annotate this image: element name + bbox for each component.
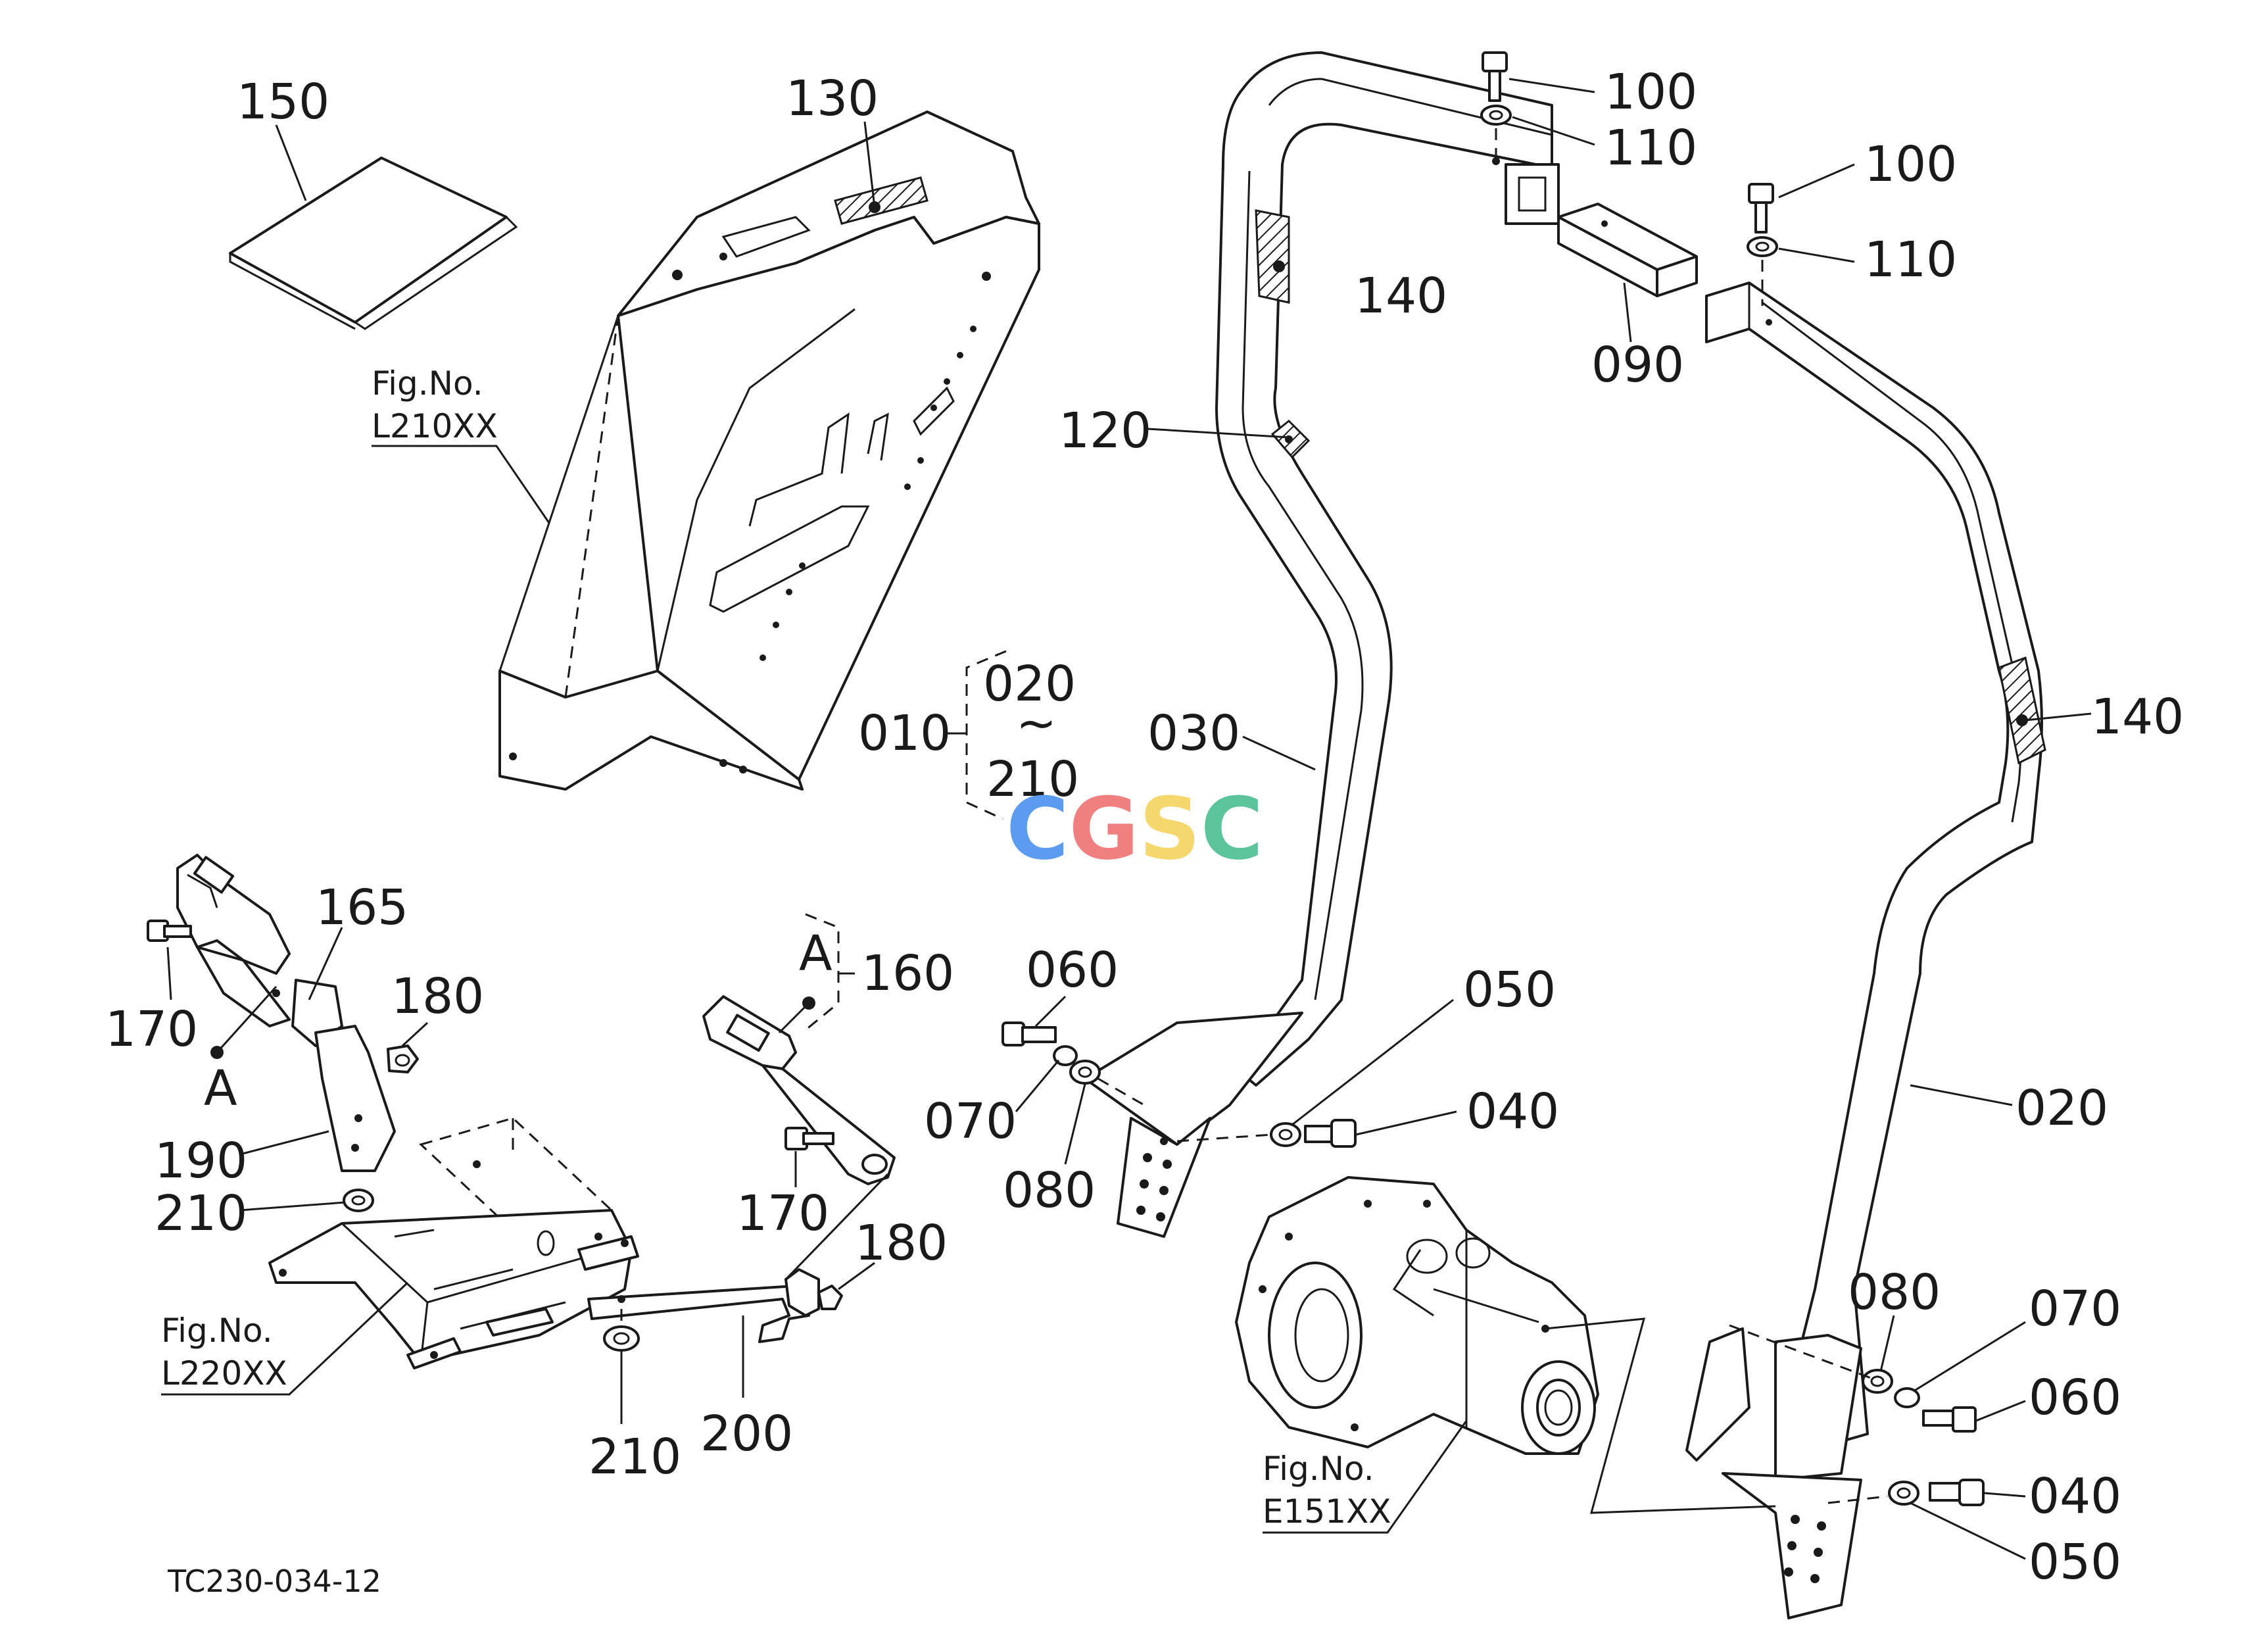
callout-160: 160 <box>861 945 954 1002</box>
callout-110-b: 110 <box>1864 232 1957 288</box>
seat-base-frame-drawing <box>268 1117 639 1369</box>
watermark-c1: C <box>1006 779 1069 879</box>
callout-190: 190 <box>155 1133 247 1189</box>
leader-180-a <box>401 1021 429 1047</box>
callout-080-b: 080 <box>1848 1264 1941 1321</box>
range-from-label: 020 <box>983 656 1076 712</box>
hardware-left <box>1001 1021 1357 1148</box>
leader-070-a <box>1015 1060 1060 1112</box>
leader-165 <box>308 927 343 1000</box>
axle-housing-drawing <box>1235 1176 1599 1455</box>
bolt-100-a <box>1480 51 1512 165</box>
leader-070-b <box>1913 1321 2026 1392</box>
callout-200: 200 <box>700 1406 793 1462</box>
rops-right-drawing <box>1685 282 2046 1619</box>
range-group-label: 010 <box>858 705 951 762</box>
callout-030: 030 <box>1147 705 1240 762</box>
callout-110-a: 110 <box>1604 120 1697 176</box>
leader-210-a <box>239 1201 346 1212</box>
leader-030 <box>1242 735 1316 771</box>
callout-170-a: 170 <box>105 1001 198 1058</box>
callout-170-b: 170 <box>736 1185 829 1242</box>
callout-180-a: 180 <box>391 968 484 1025</box>
leader-110-b <box>1778 247 1855 263</box>
leader-170-a <box>166 946 172 1000</box>
range-bracket: 010 020 ~ 210 <box>858 650 1079 820</box>
callout-140-a: 140 <box>1355 268 1447 324</box>
callout-140-b: 140 <box>2091 689 2184 745</box>
leader-130 <box>863 121 876 208</box>
watermark-text: CGSC <box>1006 779 1263 879</box>
callout-060-b: 060 <box>2029 1369 2121 1426</box>
leader-090 <box>1623 282 1632 343</box>
leader-200-mount <box>784 1173 889 1281</box>
seat-belt-tongue-drawing <box>587 913 896 1352</box>
callout-150: 150 <box>237 74 329 130</box>
fig-ref-l210xx: Fig.No. L210XX <box>372 364 550 524</box>
leader-050-b <box>1910 1502 2026 1560</box>
callout-090: 090 <box>1591 337 1684 393</box>
marker-a-left: A <box>204 1060 237 1117</box>
leader-180-b <box>838 1262 875 1291</box>
connector-090 <box>1557 203 1698 297</box>
fender-drawing <box>498 111 1040 791</box>
leader-080-a <box>1064 1083 1086 1165</box>
leader-060-b <box>1975 1400 2026 1422</box>
leader-050-a <box>1291 998 1454 1126</box>
callout-130: 130 <box>786 70 879 127</box>
callout-060-a: 060 <box>1026 942 1119 998</box>
callout-050-a: 050 <box>1463 962 1556 1018</box>
callout-120: 120 <box>1059 403 1151 459</box>
fig-ref-l220xx-number: L220XX <box>161 1354 287 1392</box>
fig-ref-l220xx-label: Fig.No. <box>161 1312 273 1350</box>
leader-140-b <box>2025 712 2092 722</box>
rops-left-drawing <box>672 51 1560 1238</box>
callout-100-b: 100 <box>1864 136 1957 193</box>
marker-a-right: A <box>799 925 832 982</box>
callout-210-b: 210 <box>589 1429 681 1485</box>
callout-020: 020 <box>2015 1080 2108 1137</box>
callout-080-a: 080 <box>1003 1162 1096 1219</box>
leader-040-a <box>1355 1110 1457 1136</box>
leader-100-a <box>1508 78 1595 93</box>
seat-belt-buckle-drawing <box>147 854 419 1212</box>
fig-ref-e151xx-number: E151XX <box>1263 1492 1391 1531</box>
callout-180-b: 180 <box>855 1215 948 1271</box>
manual-drawing <box>229 157 518 330</box>
leader-110-a <box>1512 116 1595 146</box>
callout-100-a: 100 <box>1604 64 1697 120</box>
callout-210-a: 210 <box>155 1185 247 1242</box>
callout-070-a: 070 <box>924 1093 1017 1150</box>
drawing-code: TC230-034-12 <box>167 1563 381 1599</box>
leader-e151xx-mount <box>1545 1317 1776 1514</box>
fig-ref-e151xx-label: Fig.No. <box>1263 1450 1374 1488</box>
callout-040-b: 040 <box>2029 1468 2121 1525</box>
callout-070-b: 070 <box>2029 1281 2121 1337</box>
leader-120 <box>1147 428 1290 439</box>
callout-040-a: 040 <box>1466 1083 1559 1140</box>
callout-165: 165 <box>316 879 408 936</box>
leader-080-b <box>1879 1315 1895 1372</box>
watermark-c2: C <box>1201 779 1263 879</box>
range-tilde: ~ <box>1016 695 1057 752</box>
fig-ref-e151xx: Fig.No. E151XX <box>1263 1420 1468 1534</box>
watermark-s: S <box>1139 779 1201 879</box>
fig-ref-l220xx: Fig.No. L220XX <box>161 1281 409 1396</box>
leader-060-a <box>1034 995 1067 1027</box>
callout-050-b: 050 <box>2029 1534 2121 1590</box>
fig-ref-l210xx-label: Fig.No. <box>372 364 483 403</box>
leader-100-b <box>1778 163 1855 199</box>
watermark-g: G <box>1069 779 1139 879</box>
leader-190 <box>239 1130 329 1156</box>
leader-150 <box>275 124 307 201</box>
fig-ref-l210xx-number: L210XX <box>372 407 498 445</box>
range-to-label: 210 <box>986 751 1079 808</box>
bolt-100-b <box>1747 183 1778 306</box>
leader-040-b <box>1984 1492 2026 1498</box>
hardware-right <box>1729 1324 1985 1506</box>
leader-020 <box>1910 1084 2013 1106</box>
